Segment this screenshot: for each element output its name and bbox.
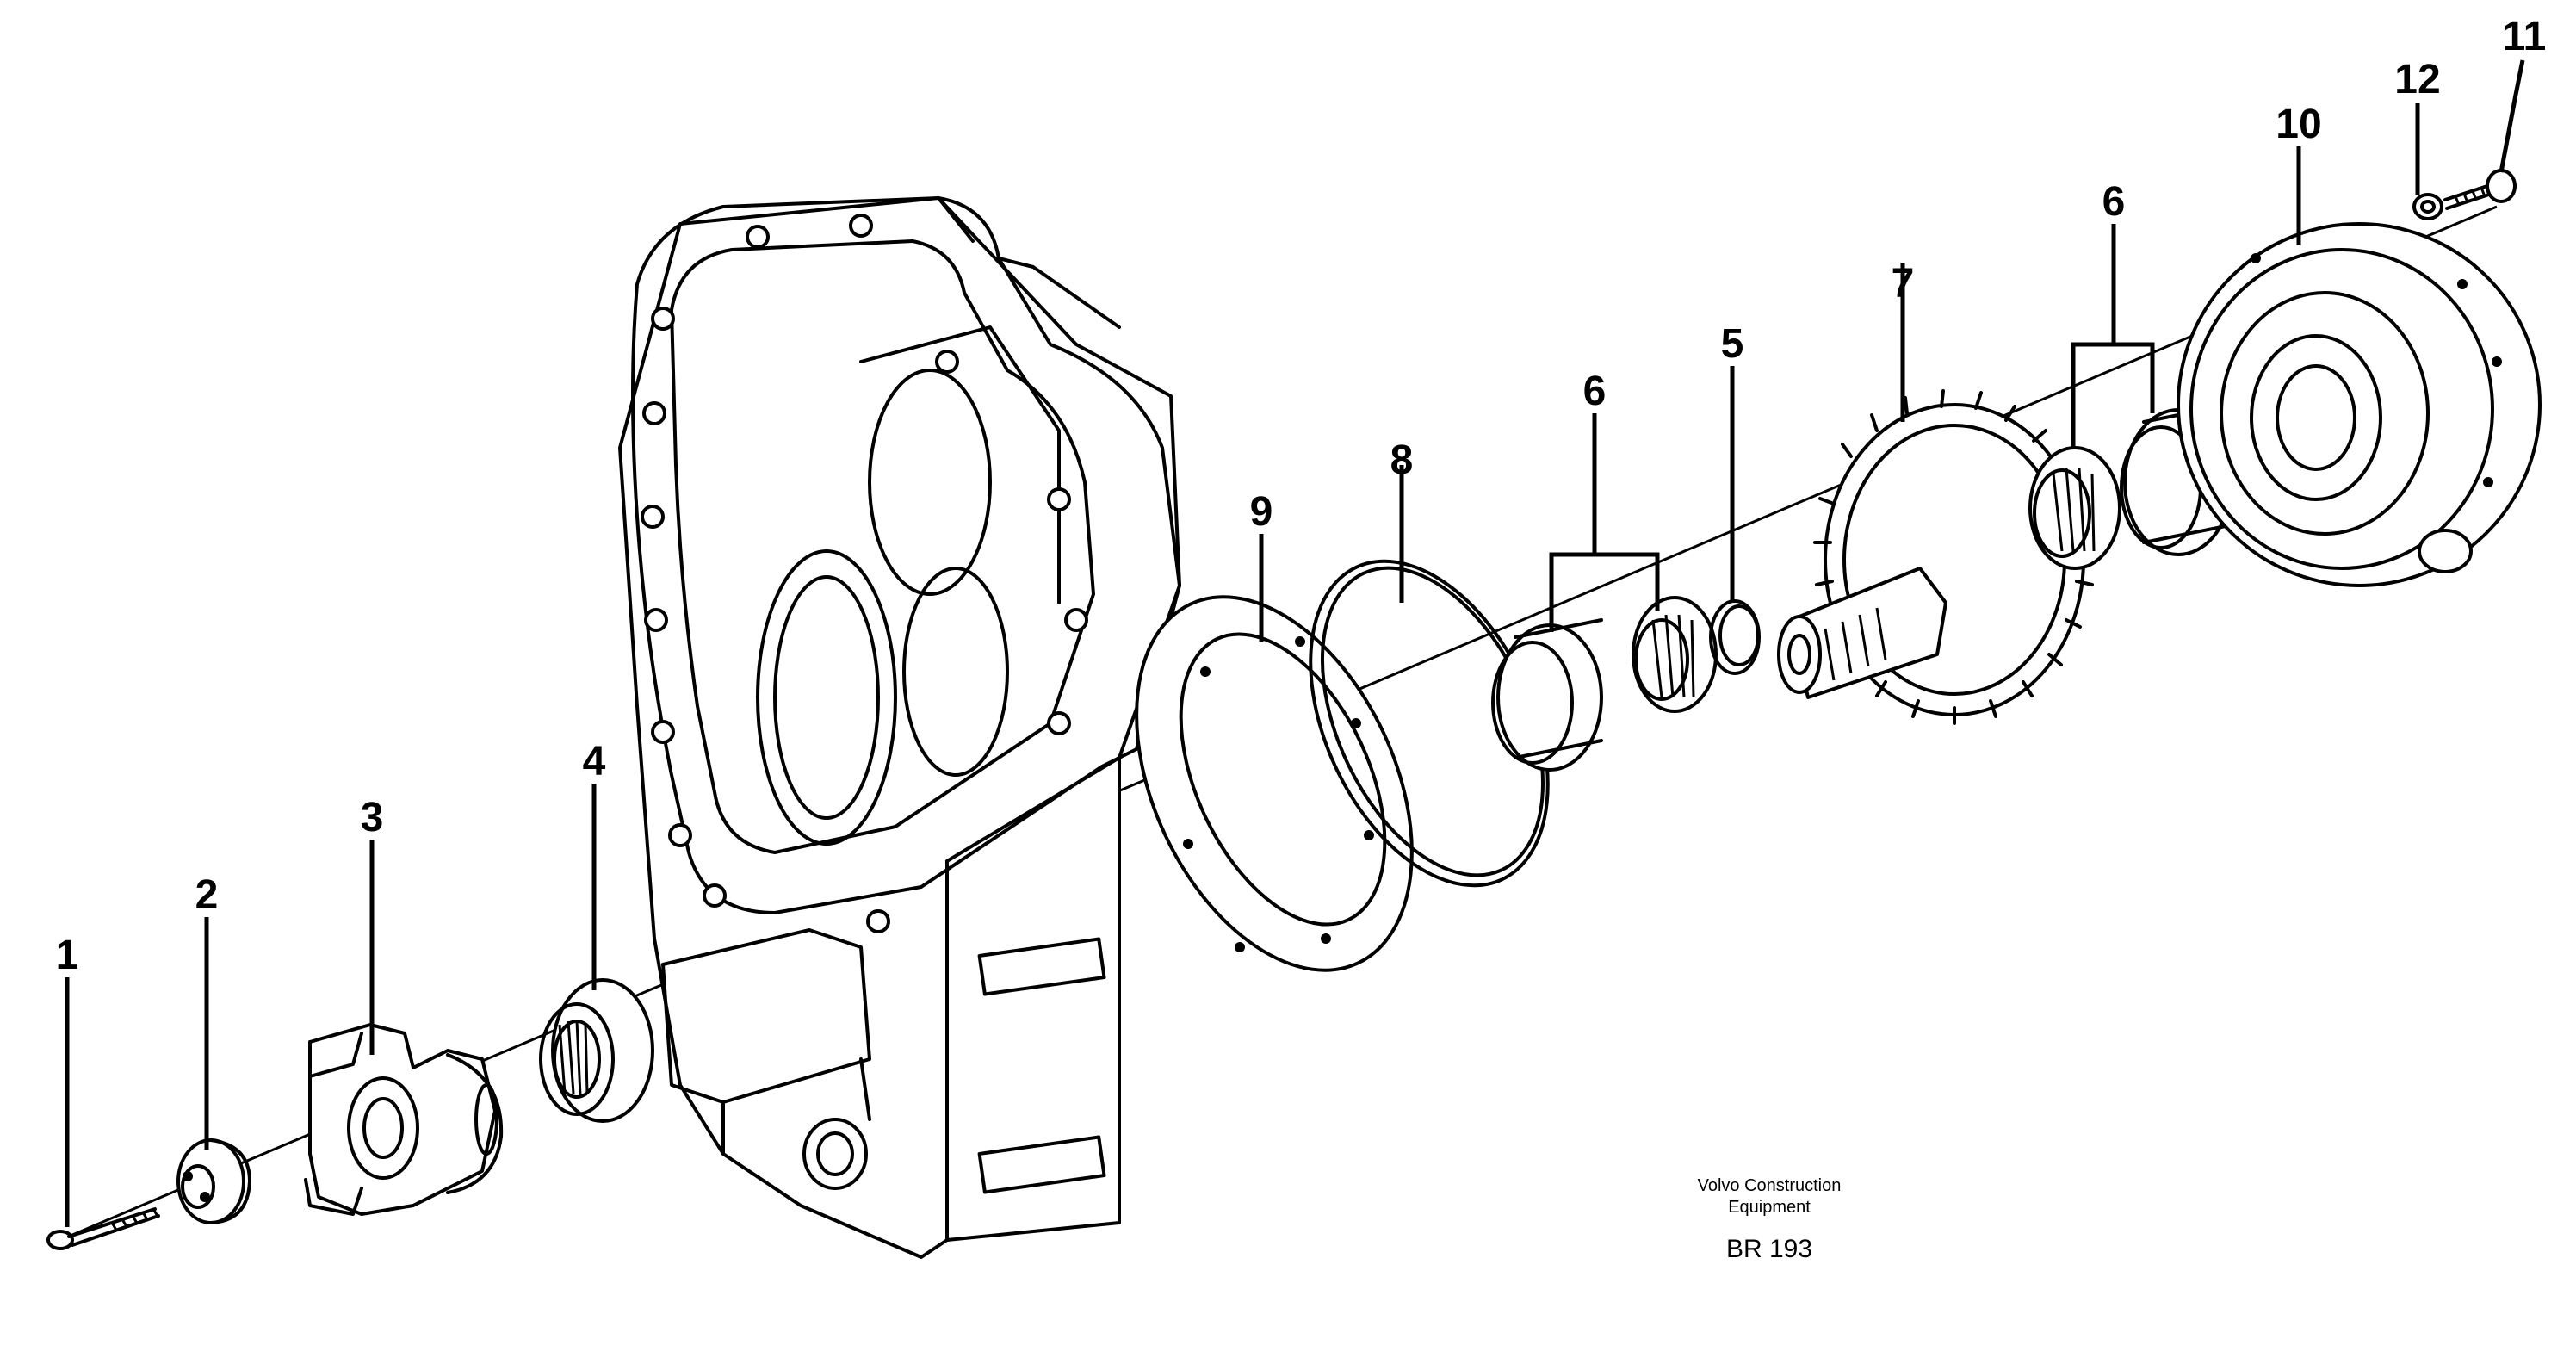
part-9-cover-gasket bbox=[1135, 595, 1414, 972]
callout-3: 3 bbox=[361, 795, 384, 840]
part-3-flange-yoke bbox=[304, 1023, 504, 1216]
part-6-bearing-left bbox=[1491, 596, 1718, 772]
callout-7: 7 bbox=[1892, 261, 1915, 307]
part-4-seal bbox=[539, 978, 654, 1123]
drawing-code: BR 193 bbox=[1726, 1235, 1812, 1263]
part-10-cover bbox=[2177, 222, 2542, 587]
part-2-washer bbox=[176, 1138, 251, 1224]
credit-line-2: Equipment bbox=[1728, 1198, 1811, 1217]
callout-12: 12 bbox=[2394, 57, 2440, 102]
callout-11: 11 bbox=[2503, 14, 2547, 59]
callout-8: 8 bbox=[1390, 437, 1414, 483]
callout-4: 4 bbox=[583, 739, 606, 784]
part-11-bolt bbox=[2443, 169, 2517, 210]
part-12-washer bbox=[2412, 193, 2443, 220]
part-1-bolt bbox=[46, 1207, 160, 1250]
callout-5: 5 bbox=[1721, 321, 1744, 367]
transmission-housing bbox=[618, 196, 1181, 1259]
credit-line-1: Volvo Construction bbox=[1698, 1176, 1842, 1195]
callout-6-right: 6 bbox=[2102, 179, 2126, 225]
callout-9: 9 bbox=[1250, 489, 1273, 535]
callout-2: 2 bbox=[195, 872, 219, 918]
part-5-snap-ring bbox=[1709, 599, 1761, 675]
callout-1: 1 bbox=[56, 933, 79, 978]
leader-lines bbox=[65, 59, 2525, 1227]
part-7-gear bbox=[1777, 389, 2096, 725]
callout-6-left: 6 bbox=[1583, 369, 1607, 414]
callout-10: 10 bbox=[2276, 102, 2321, 147]
